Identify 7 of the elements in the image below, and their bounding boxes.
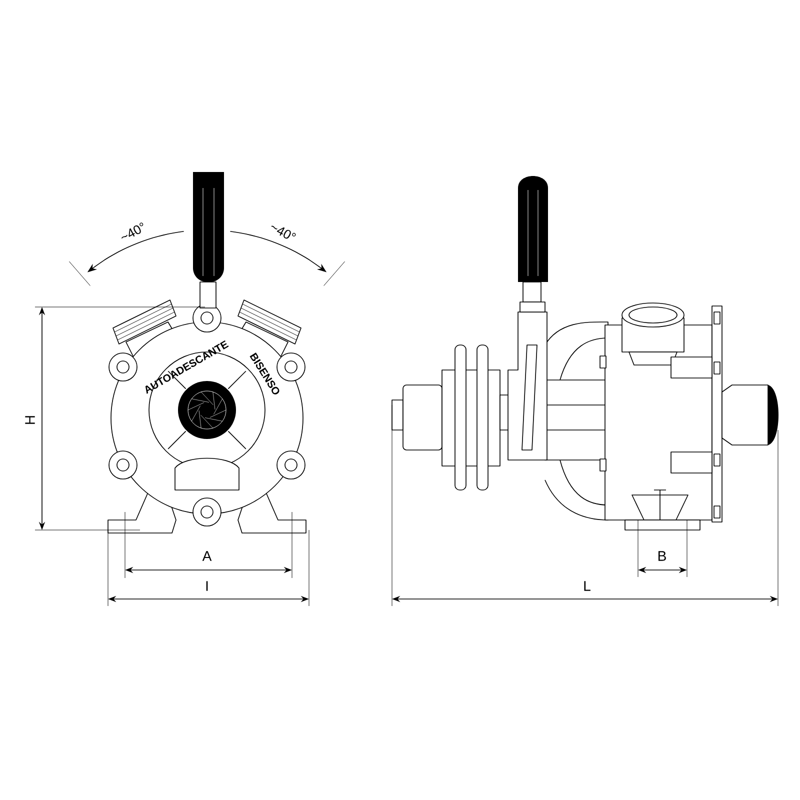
dimension-label: B (658, 551, 666, 561)
dimension-label: L (584, 581, 590, 591)
dimension-label: H (25, 416, 35, 424)
dimension-label: I (206, 581, 208, 591)
dimension-label: A (202, 551, 212, 561)
angle-label: ~40° (271, 226, 296, 239)
angle-label: ~40° (122, 222, 144, 239)
